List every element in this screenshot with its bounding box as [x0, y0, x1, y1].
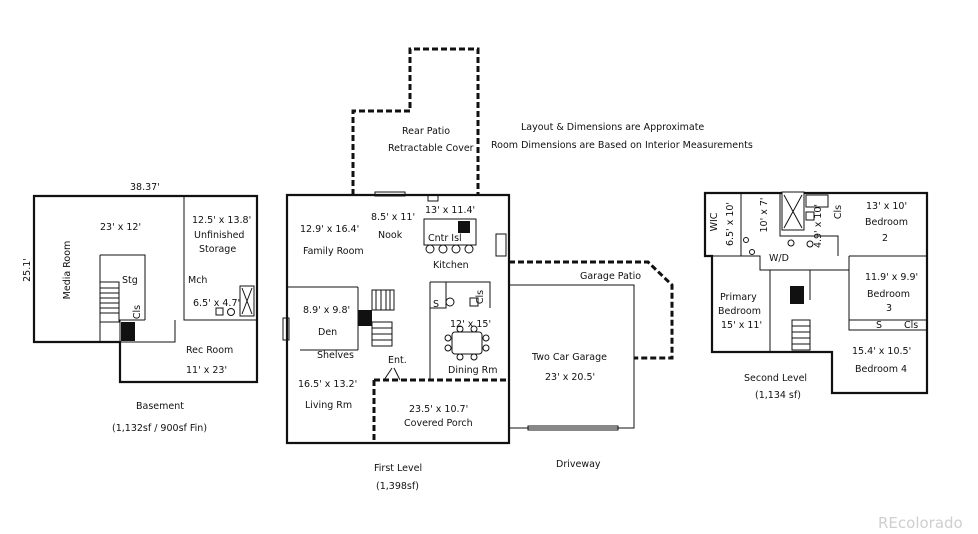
porch-dim: 23.5' x 10.7' — [409, 404, 468, 415]
bedroom-3-label: Bedroom — [867, 289, 910, 300]
rear-patio-label: Rear Patio — [402, 126, 450, 137]
bedroom-2-label: Bedroom — [865, 217, 908, 228]
washer-dryer-label: W/D — [769, 253, 789, 264]
bedroom-2-dim: 13' x 10' — [866, 201, 907, 212]
garage-label: Two Car Garage — [531, 352, 607, 363]
counter-island-label: Cntr Isl — [428, 233, 462, 244]
first-cls-label: Cls — [475, 290, 486, 304]
wic-label: WIC — [709, 212, 720, 231]
bath-1-dim: 10' x 7' — [759, 197, 770, 232]
note-approximate: Layout & Dimensions are Approximate — [521, 122, 704, 133]
storage-dim: 12.5' x 13.8' — [192, 215, 251, 226]
media-room-dim: 23' x 12' — [100, 222, 141, 233]
entry-label: Ent. — [388, 355, 407, 366]
wic-dim: 6.5' x 10' — [725, 202, 736, 246]
second-level-plan — [703, 191, 929, 395]
family-room-dim: 12.9' x 16.4' — [300, 224, 359, 235]
rec-room-dim: 11' x 23' — [186, 365, 227, 376]
second-cls-label-2: Cls — [904, 320, 918, 331]
second-sink-label: S — [876, 320, 882, 331]
note-interior: Room Dimensions are Based on Interior Me… — [491, 140, 753, 151]
basement-title: Basement — [136, 401, 184, 412]
stg-label: Stg — [122, 275, 138, 286]
den-dim: 8.9' x 9.8' — [303, 305, 350, 316]
garage-patio-label: Garage Patio — [580, 271, 641, 282]
storage-label-1: Unfinished — [194, 230, 244, 241]
dining-dim: 12' x 15' — [450, 319, 491, 330]
primary-bedroom-dim: 15' x 11' — [721, 320, 762, 331]
brand-watermark: REcolorado — [878, 514, 963, 532]
rec-room-label: Rec Room — [186, 345, 233, 356]
driveway-label: Driveway — [556, 459, 601, 470]
basement-area: (1,132sf / 900sf Fin) — [112, 423, 207, 434]
basement-cls-label: Cls — [132, 305, 143, 319]
second-level-title: Second Level — [744, 373, 807, 384]
living-label: Living Rm — [305, 400, 352, 411]
basement-width: 38.37' — [130, 182, 160, 193]
first-level-title: First Level — [374, 463, 422, 474]
first-level-plan — [282, 47, 674, 445]
basement-depth: 25.1' — [22, 258, 33, 282]
bedroom-4-dim: 15.4' x 10.5' — [852, 346, 911, 357]
dining-label: Dining Rm — [448, 365, 498, 376]
first-sink-label: S — [433, 299, 439, 310]
porch-label: Covered Porch — [404, 418, 473, 429]
nook-label: Nook — [378, 230, 403, 241]
retractable-cover-label: Retractable Cover — [388, 143, 474, 154]
second-cls-label-1: Cls — [833, 205, 844, 219]
bedroom-3-number: 3 — [886, 303, 892, 314]
mch-label: Mch — [188, 275, 207, 286]
shelves-label: Shelves — [317, 350, 354, 361]
media-room-label: Media Room — [62, 241, 73, 300]
basement-bath-dim: 6.5' x 4.7' — [193, 298, 240, 309]
bedroom-3-dim: 11.9' x 9.9' — [865, 272, 918, 283]
nook-dim: 8.5' x 11' — [371, 212, 415, 223]
living-dim: 16.5' x 13.2' — [298, 379, 357, 390]
first-level-area: (1,398sf) — [376, 481, 419, 492]
kitchen-label: Kitchen — [433, 260, 469, 271]
kitchen-dim: 13' x 11.4' — [425, 205, 475, 216]
bedroom-2-number: 2 — [882, 233, 888, 244]
primary-bedroom-label-1: Primary — [720, 292, 757, 303]
garage-dim: 23' x 20.5' — [545, 372, 595, 383]
bath-2-dim: 4.9' x 10' — [813, 204, 824, 248]
bedroom-4-label: Bedroom 4 — [855, 364, 907, 375]
second-level-area: (1,134 sf) — [755, 390, 801, 401]
storage-label-2: Storage — [199, 244, 236, 255]
family-room-label: Family Room — [303, 246, 364, 257]
primary-bedroom-label-2: Bedroom — [718, 306, 761, 317]
den-label: Den — [318, 327, 337, 338]
basement-plan — [32, 194, 259, 384]
